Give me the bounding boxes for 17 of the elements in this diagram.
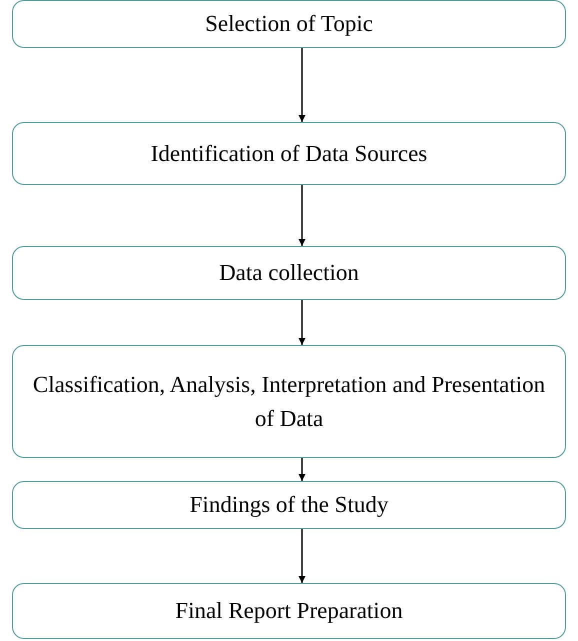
- arrow: [298, 458, 306, 481]
- process-box: [12, 481, 566, 529]
- arrow: [298, 529, 306, 583]
- arrow: [298, 300, 306, 345]
- step-label: Selection of Topic: [205, 10, 373, 38]
- step-label: Identification of Data Sources: [150, 140, 428, 168]
- arrow: [298, 185, 306, 246]
- process-box: [12, 122, 566, 185]
- process-box: [12, 583, 566, 639]
- arrow: [298, 48, 306, 122]
- step-label: Classification, Analysis, Interpretation and Presentation of Data: [32, 371, 546, 432]
- step-label: Findings of the Study: [190, 491, 388, 520]
- process-box: [12, 0, 566, 48]
- step-label: Final Report Preparation: [175, 597, 403, 626]
- process-box: [12, 345, 566, 458]
- process-box: [12, 246, 566, 300]
- step-label: Data collection: [219, 259, 359, 288]
